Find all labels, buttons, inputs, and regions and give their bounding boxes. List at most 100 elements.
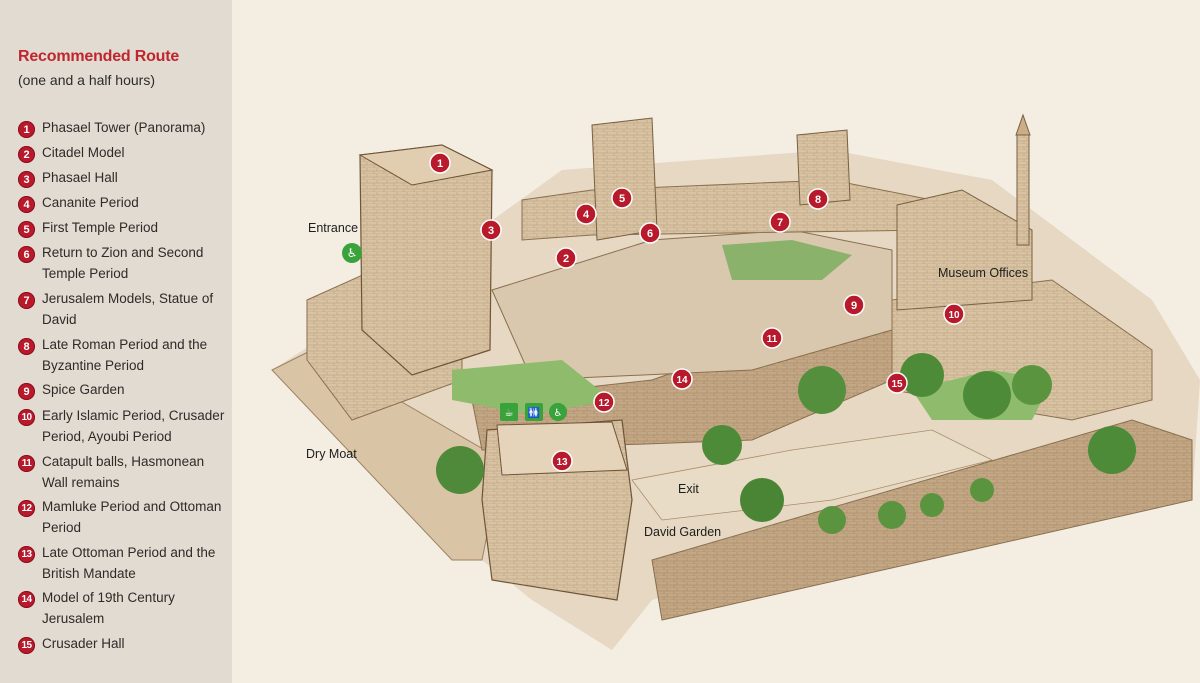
route-marker[interactable]: 3 [480, 219, 502, 241]
route-item: 3 Phasael Hall [18, 170, 228, 189]
tree [1088, 426, 1136, 474]
route-marker[interactable]: 4 [575, 203, 597, 225]
route-label: Late Roman Period and the Byzantine Peri… [42, 337, 208, 373]
route-marker[interactable]: 15 [886, 372, 908, 394]
label-dry-moat: Dry Moat [306, 447, 357, 461]
route-marker-circle [886, 372, 908, 394]
label-museum-offices: Museum Offices [938, 266, 1028, 280]
route-marker-circle [575, 203, 597, 225]
route-marker-number: 1 [437, 158, 443, 170]
route-marker-circle [807, 188, 829, 210]
route-marker[interactable]: 2 [555, 247, 577, 269]
legend-title: Recommended Route [18, 48, 180, 65]
route-label: Return to Zion and Second Temple Period [42, 245, 204, 281]
route-marker[interactable]: 12 [593, 391, 615, 413]
exit-road [631, 429, 994, 521]
route-marker-number: 5 [619, 193, 625, 205]
route-marker-circle [769, 211, 791, 233]
route-number-badge: 1 [18, 121, 35, 138]
route-number-badge: 4 [18, 196, 35, 213]
tree [963, 371, 1011, 419]
svg-text:♿: ♿ [554, 408, 563, 419]
tree [436, 446, 484, 494]
route-marker-circle [639, 222, 661, 244]
label-exit: Exit [678, 482, 699, 496]
minaret-top [1015, 113, 1031, 136]
east-buildings [896, 189, 1033, 311]
courtyard-garden [722, 240, 852, 280]
route-marker-circle [943, 303, 965, 325]
lawn-west [452, 360, 612, 415]
svg-text:🚻: 🚻 [528, 406, 540, 419]
route-marker-circle [480, 219, 502, 241]
route-marker-number: 9 [851, 300, 857, 312]
tree [900, 353, 944, 397]
restroom-icon: 🚻 [525, 403, 543, 421]
route-marker[interactable]: 14 [671, 368, 693, 390]
route-marker[interactable]: 10 [943, 303, 965, 325]
route-label: Phasael Tower (Panorama) [42, 120, 206, 135]
route-label: Crusader Hall [42, 636, 125, 651]
route-label: Phasael Hall [42, 170, 118, 185]
route-number-badge: 9 [18, 383, 35, 400]
route-number-badge: 8 [18, 338, 35, 355]
route-label: Model of 19th Century Jerusalem [42, 590, 175, 626]
cafe-icon: ☕ [500, 403, 518, 421]
legend-subtitle: (one and a half hours) [18, 72, 155, 88]
route-label: Mamluke Period and Ottoman Period [42, 499, 222, 535]
wheelchair-icon: ♿ [342, 243, 362, 263]
route-number-badge: 10 [18, 409, 35, 426]
route-marker-circle [671, 368, 693, 390]
tree [740, 478, 784, 522]
route-marker[interactable]: 7 [769, 211, 791, 233]
route-marker-circle [551, 450, 573, 472]
phasael-tower-roof [358, 144, 494, 186]
route-item: 9 Spice Garden [18, 382, 228, 401]
route-item: 6 Return to Zion and Second Temple Period [18, 245, 228, 284]
route-label: Spice Garden [42, 382, 125, 397]
route-marker-number: 6 [647, 228, 653, 240]
route-label: Late Ottoman Period and the British Mand… [42, 545, 216, 581]
route-marker-number: 11 [767, 334, 778, 345]
route-number-badge: 11 [18, 455, 35, 472]
route-item: 8 Late Roman Period and the Byzantine Per… [18, 337, 228, 376]
tree [970, 478, 994, 502]
tree [920, 493, 944, 517]
route-marker[interactable]: 11 [761, 327, 783, 349]
route-label: Early Islamic Period, Crusader Period, A… [42, 408, 225, 444]
route-marker-circle [429, 152, 451, 174]
route-marker[interactable]: 13 [551, 450, 573, 472]
route-marker-circle [843, 294, 865, 316]
route-marker[interactable]: 1 [429, 152, 451, 174]
tree [702, 425, 742, 465]
route-number-badge: 15 [18, 637, 35, 654]
route-number-badge: 6 [18, 246, 35, 263]
route-item: 15 Crusader Hall [18, 636, 228, 655]
route-marker-number: 2 [563, 253, 569, 265]
route-label: Jerusalem Models, Statue of David [42, 291, 214, 327]
route-item: 13 Late Ottoman Period and the British Ma… [18, 545, 228, 584]
route-marker-number: 13 [556, 457, 568, 468]
route-marker-number: 3 [488, 225, 494, 237]
route-number-badge: 5 [18, 221, 35, 238]
route-marker-circle [611, 187, 633, 209]
route-marker[interactable]: 6 [639, 222, 661, 244]
route-marker[interactable]: 9 [843, 294, 865, 316]
route-number-badge: 12 [18, 500, 35, 517]
label-entrance: Entrance [308, 221, 358, 235]
route-marker-number: 4 [583, 209, 590, 221]
route-label: Cananite Period [42, 195, 139, 210]
route-marker[interactable]: 8 [807, 188, 829, 210]
route-number-badge: 3 [18, 171, 35, 188]
route-number-badge: 13 [18, 546, 35, 563]
outer-rampart [651, 419, 1193, 621]
route-marker-circle [555, 247, 577, 269]
route-marker-number: 7 [777, 217, 783, 229]
citadel-map: Entrance Dry Moat Museum Offices Exit Da… [232, 0, 1200, 683]
route-marker[interactable]: 5 [611, 187, 633, 209]
minaret [1016, 134, 1030, 246]
route-marker-number: 8 [815, 194, 821, 206]
